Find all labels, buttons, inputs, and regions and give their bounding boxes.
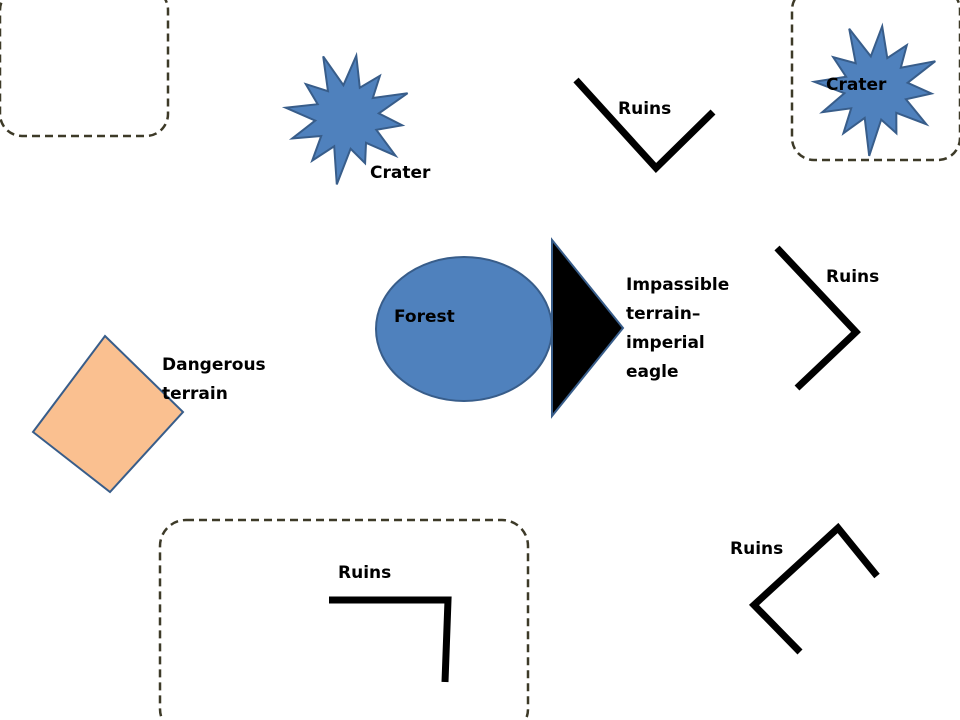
ruins-shape xyxy=(573,77,716,174)
ruins-shape xyxy=(774,245,861,391)
ruins-label: Ruins xyxy=(618,99,671,119)
impassable-label-line: eagle xyxy=(626,362,679,382)
impassable-label-line: imperial xyxy=(626,333,705,353)
impassable-terrain-shape xyxy=(551,237,625,419)
impassable-label-line: Impassible xyxy=(626,275,729,295)
crater-label: Crater xyxy=(826,75,887,95)
dangerous-label-line: Dangerous xyxy=(162,355,266,375)
ruins-label: Ruins xyxy=(338,563,391,583)
ruins-label: Ruins xyxy=(826,267,879,287)
crater-shape xyxy=(810,22,936,157)
crater-shape xyxy=(281,51,409,185)
dashed-zone-top-right xyxy=(790,0,960,162)
crater-label: Crater xyxy=(370,163,431,183)
forest-shape xyxy=(375,256,553,402)
forest-label: Forest xyxy=(394,307,455,327)
dashed-zone-bottom xyxy=(158,518,530,720)
dangerous-label-line: terrain xyxy=(162,384,228,404)
dashed-zone-top-left xyxy=(0,0,170,138)
ruins-label: Ruins xyxy=(730,539,783,559)
impassable-label-line: terrain– xyxy=(626,304,700,324)
ruins-shape xyxy=(748,522,880,655)
ruins-shape xyxy=(329,596,452,683)
dangerous-terrain-shape xyxy=(31,334,185,494)
